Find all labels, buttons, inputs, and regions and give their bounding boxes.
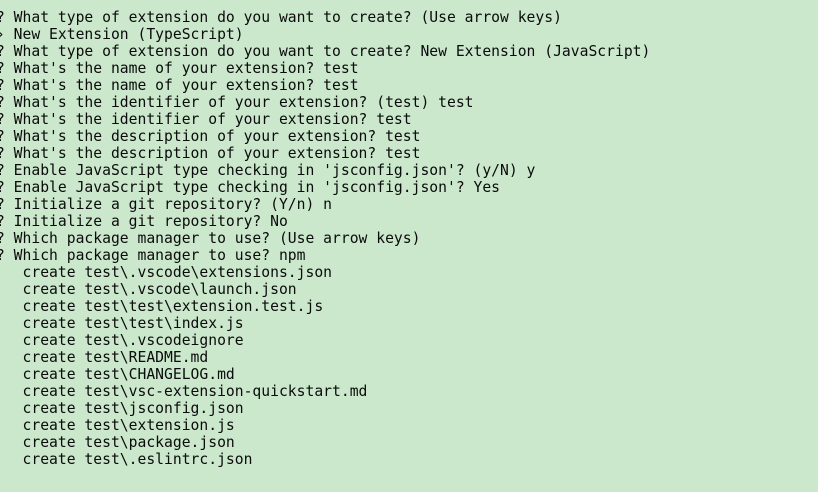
terminal-line-create-file: create test\test\extension.test.js <box>0 298 324 315</box>
terminal-line-create-file: create test\extension.js <box>0 417 235 434</box>
terminal-line: ? What's the identifier of your extensio… <box>0 111 412 128</box>
terminal-line-create-file: create test\README.md <box>0 349 209 366</box>
terminal-line: ? What's the identifier of your extensio… <box>0 94 474 111</box>
terminal-line-create-file: create test\.vscode\launch.json <box>0 281 297 298</box>
terminal-line: ? Initialize a git repository? No <box>0 213 288 230</box>
terminal-line: ? Initialize a git repository? (Y/n) n <box>0 196 333 213</box>
terminal-line-create-file: create test\.vscode\extensions.json <box>0 264 333 281</box>
terminal-line-create-file: create test\CHANGELOG.md <box>0 366 235 383</box>
terminal-line-create-file: create test\jsconfig.json <box>0 400 244 417</box>
terminal-line: ? What's the description of your extensi… <box>0 145 421 162</box>
terminal-line: ? What's the description of your extensi… <box>0 128 421 145</box>
terminal-line: ? What type of extension do you want to … <box>0 9 562 26</box>
terminal-line-create-file: create test\package.json <box>0 434 235 451</box>
terminal-line-create-file: create test\test\index.js <box>0 315 244 332</box>
terminal-line: ? Enable JavaScript type checking in 'js… <box>0 162 536 179</box>
terminal-line: ? Which package manager to use? npm <box>0 247 306 264</box>
terminal-line: ? Which package manager to use? (Use arr… <box>0 230 421 247</box>
terminal-line: ? What's the name of your extension? tes… <box>0 60 359 77</box>
terminal-line-create-file: create test\.vscodeignore <box>0 332 244 349</box>
terminal-line-create-file: create test\vsc-extension-quickstart.md <box>0 383 368 400</box>
terminal-line-selection: › New Extension (TypeScript) <box>0 26 244 43</box>
terminal-line: ? What type of extension do you want to … <box>0 43 651 60</box>
terminal-line: ? Enable JavaScript type checking in 'js… <box>0 179 501 196</box>
terminal-line: ? What's the name of your extension? tes… <box>0 77 359 94</box>
terminal-line-create-file: create test\.eslintrc.json <box>0 451 253 468</box>
